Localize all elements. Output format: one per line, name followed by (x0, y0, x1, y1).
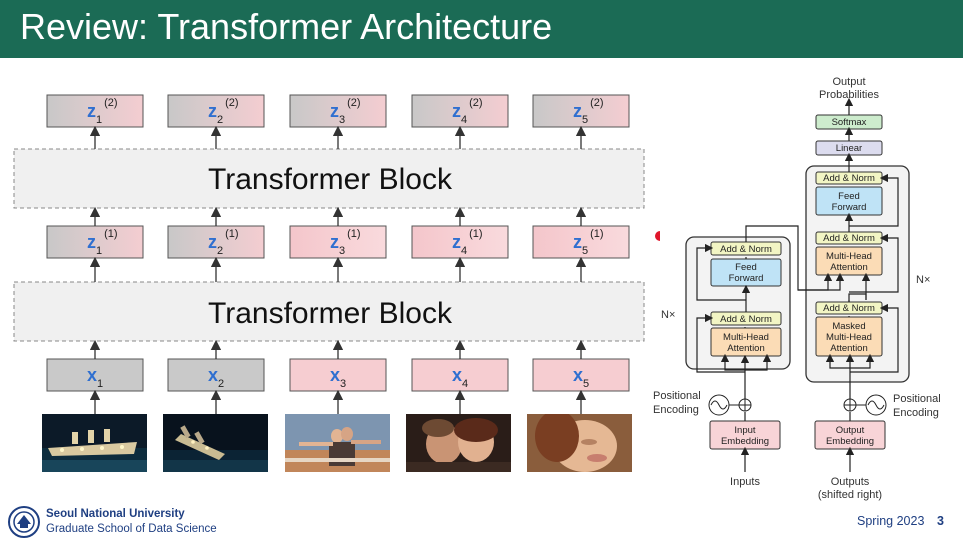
z1-token-label: z2(1) (208, 228, 239, 257)
decoder-feed-forward-label-2: Forward (832, 202, 867, 213)
input-embedding-label-2: Embedding (721, 436, 769, 447)
linear-label: Linear (836, 143, 862, 154)
transformer-block-1 (13, 281, 645, 342)
sinking-ship-photo (163, 414, 268, 472)
x-token-label: x5 (573, 365, 589, 390)
term-label: Spring 2023 (857, 514, 925, 528)
x-token-label: x1 (87, 365, 103, 390)
z2-token-label: z5(2) (573, 97, 604, 126)
softmax-label: Softmax (832, 117, 867, 128)
encoder-positional-label-1: Positional (653, 390, 701, 402)
decoder-positional-label-1: Positional (893, 393, 941, 405)
x-token-label: x3 (330, 365, 346, 390)
output-prob-label-1: Output (832, 76, 865, 88)
transformer-block-1-label: Transformer Block (208, 297, 453, 330)
z1-token-label: z3(1) (330, 228, 361, 257)
z2-token-label: z1(2) (87, 97, 118, 126)
output-embedding-label-2: Embedding (826, 436, 874, 447)
ship-at-night-photo (42, 414, 147, 472)
decoder-mha-label-2: Attention (830, 262, 868, 273)
z2-token-label: z2(2) (208, 97, 239, 126)
decoder-mha-label-1: Multi-Head (826, 251, 872, 262)
couple-at-bow-photo (285, 414, 390, 472)
z2-token-3: z3(2) (289, 94, 387, 128)
decoder-add-norm-3-label: Add & Norm (823, 173, 875, 184)
couple-embrace-photo (406, 414, 511, 472)
snu-emblem-logo (8, 506, 40, 538)
z2-token-2: z2(2) (167, 94, 265, 128)
z2-token-1: z1(2) (46, 94, 144, 128)
encoder-nx-label: N× (661, 309, 675, 321)
university-name: Seoul National University (46, 508, 185, 520)
slide-title: Review: Transformer Architecture (20, 6, 553, 47)
z1-token-label: z1(1) (87, 228, 118, 257)
encoder-feed-forward-label-2: Forward (729, 273, 764, 284)
z2-token-label: z4(2) (452, 97, 483, 126)
x-token-label: x4 (452, 365, 468, 390)
decoder-feed-forward-label-1: Feed (838, 191, 860, 202)
x-token-label: x2 (208, 365, 224, 390)
x-token-2: x2 (167, 358, 265, 392)
z1-token-4: z4(1) (411, 225, 509, 259)
output-embedding-label-1: Output (836, 425, 865, 436)
stacked-transformer-diagram: Transformer Block Transformer Block z1(2… (13, 94, 660, 414)
architecture-connectors (696, 97, 899, 472)
transformer-block-2 (13, 148, 645, 209)
z2-token-label: z3(2) (330, 97, 361, 126)
decoder-masked-label-3: Attention (830, 343, 868, 354)
encoder-add-norm-1-label: Add & Norm (720, 314, 772, 325)
decoder-multi-head-attention (815, 246, 883, 276)
encoder-positional-label-2: Encoding (653, 404, 699, 416)
z2-token-4: z4(2) (411, 94, 509, 128)
school-name: Graduate School of Data Science (46, 523, 217, 535)
decoder-add-norm-1-label: Add & Norm (823, 303, 875, 314)
transformer-block-2-label: Transformer Block (208, 163, 453, 196)
decoder-positional-label-2: Encoding (893, 407, 939, 419)
decoder-masked-label-2: Multi-Head (826, 332, 872, 343)
encoder-add-norm-2-label: Add & Norm (720, 244, 772, 255)
z1-token-2: z2(1) (167, 225, 265, 259)
page-number: 3 (937, 514, 944, 528)
encoder-feed-forward-label-1: Feed (735, 262, 757, 273)
x-token-1: x1 (46, 358, 144, 392)
decoder-add-norm-2-label: Add & Norm (823, 233, 875, 244)
title-bar: Review: Transformer Architecture (0, 0, 963, 58)
decoder-masked-label-1: Masked (832, 321, 865, 332)
z1-token-5: z5(1) (532, 225, 630, 259)
encoder-mha-label-2: Attention (727, 343, 765, 354)
decoder-nx-label: N× (916, 274, 930, 286)
outputs-label-1: Outputs (831, 476, 870, 488)
inputs-label: Inputs (730, 476, 760, 488)
outputs-label-2: (shifted right) (818, 489, 882, 501)
woman-face-photo (527, 414, 632, 472)
output-prob-label-2: Probabilities (819, 89, 879, 101)
transformer-architecture-diagram: Add & Norm Feed Forward Add & Norm Multi… (653, 76, 941, 501)
x-token-4: x4 (411, 358, 509, 392)
encoder-mha-label-1: Multi-Head (723, 332, 769, 343)
z1-token-label: z4(1) (452, 228, 483, 257)
z1-token-label: z5(1) (573, 228, 604, 257)
red-pointer-dot (655, 231, 660, 241)
input-embedding-label-1: Input (734, 425, 755, 436)
z1-token-1: z1(1) (46, 225, 144, 259)
